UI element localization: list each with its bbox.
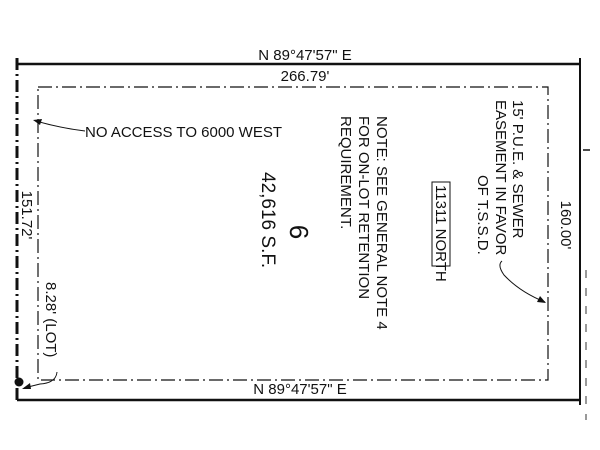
lot-area: 42,616 S.F. bbox=[257, 172, 278, 268]
note-line-3: REQUIREMENT. bbox=[337, 116, 354, 229]
easement-leader bbox=[499, 260, 546, 303]
address-label: 11311 NORTH bbox=[432, 185, 449, 282]
note-line-2: FOR ON-LOT RETENTION bbox=[355, 116, 372, 299]
east-distance: 160.00' bbox=[557, 201, 574, 250]
corner-monument-icon bbox=[14, 377, 24, 387]
address-box bbox=[431, 181, 451, 267]
no-access-leader bbox=[35, 120, 86, 132]
lot-offset: 8.28' (LOT) bbox=[42, 282, 59, 357]
lot-number: 6 bbox=[284, 225, 314, 239]
building-setback-line bbox=[37, 86, 549, 381]
easement-line-3: OF T.S.S.D. bbox=[474, 175, 491, 255]
easement-line-2: EASEMENT IN FAVOR bbox=[492, 100, 509, 255]
easement-arrow-icon bbox=[537, 296, 546, 303]
easement-line-1: 15' P.U.E. & SEWER bbox=[509, 100, 526, 239]
no-access-label: NO ACCESS TO 6000 WEST bbox=[85, 124, 282, 141]
west-distance: 151.72' bbox=[18, 191, 35, 240]
top-bearing: N 89°47'57" E bbox=[258, 47, 351, 64]
note-line-1: NOTE: SEE GENERAL NOTE 4 bbox=[373, 116, 390, 330]
top-distance: 266.79' bbox=[281, 68, 330, 85]
offset-arrow-icon bbox=[22, 383, 31, 389]
south-bearing: N 89°47'57" E bbox=[253, 381, 346, 398]
offset-leader bbox=[23, 371, 58, 389]
no-access-arrow-icon bbox=[33, 119, 42, 125]
